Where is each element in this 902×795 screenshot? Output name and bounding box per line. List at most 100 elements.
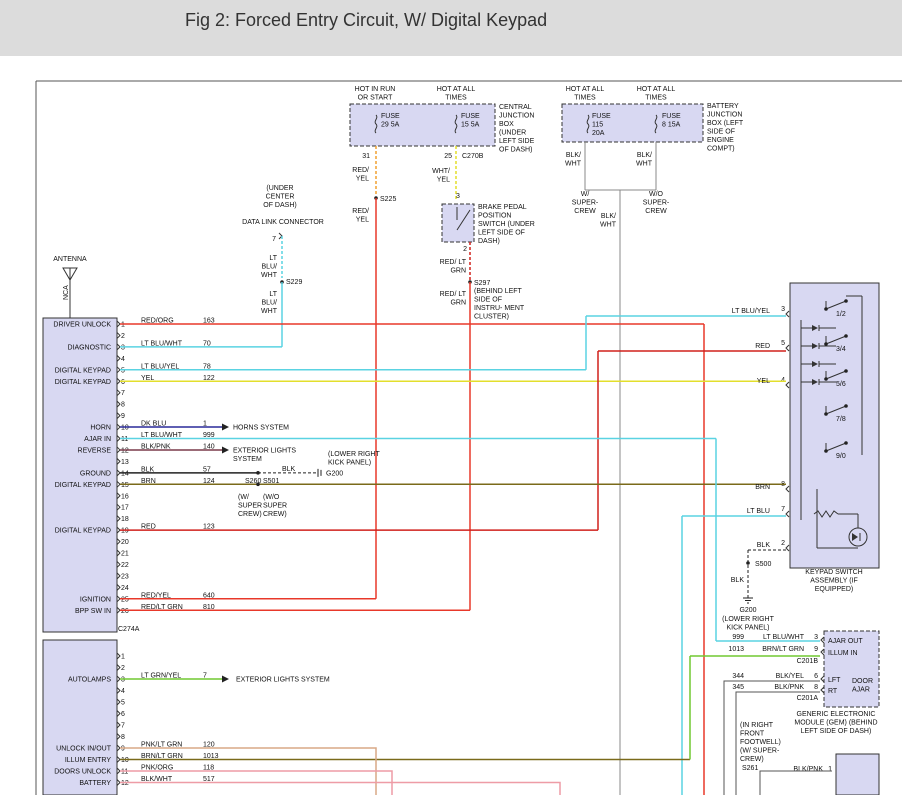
module-pin-number: 10 [121,757,129,764]
wire-color-label: BLK [757,542,771,549]
pin-chevron-icon [116,458,121,465]
switch-pivot [844,441,848,445]
keypad-switch-label: 9/0 [836,453,846,460]
pin-chevron-icon [116,492,121,500]
wire-color-label: BLK [141,466,155,473]
resistor-icon [813,510,839,518]
module-pin-function: ILLUM ENTRY [65,757,111,764]
wire-color-label: LT GRN/YEL [141,673,181,680]
pin-chevron-icon [116,354,121,362]
fuse-icon [454,114,458,134]
module-pin-number: 20 [121,539,129,546]
connector-id: C274A [118,626,140,633]
keypad-pin-number: 3 [781,306,785,313]
wire-color-label: LT BLU [747,508,770,515]
figure-header: Fig 2: Forced Entry Circuit, W/ Digital … [0,0,902,56]
pin-chevron-icon [785,381,790,389]
module-pin-function: DIAGNOSTIC [67,344,111,351]
module-pin-function: DRIVER UNLOCK [53,322,111,329]
module-pin-number: 8 [121,734,125,741]
module-pin-number: 19 [121,528,129,535]
fuse-icon [586,114,590,134]
splice-label: S297 [474,280,490,287]
gem-pin-function: LFT [828,677,841,684]
switch-pivot [824,307,828,311]
circuit-number: 70 [203,340,211,347]
led-icon [852,533,858,541]
module-pin-number: 23 [121,573,129,580]
exterior-lights-arrow-icon [222,446,229,454]
circuit-number: 1013 [203,753,219,760]
wire-color-label: PNK/ORG [141,765,173,772]
wire-color-label: LT BLU/WHT [141,432,183,439]
gem-wire-color: BLK/YEL [776,673,805,680]
wire-blk-yel [723,680,820,795]
antenna-label: ANTENNA [53,256,87,263]
fuse-pin: 25 [444,153,452,160]
module-pin-number: 4 [121,356,125,363]
circuit-number: 78 [203,363,211,370]
module-pin-function: IGNITION [80,596,111,603]
module-pin-function: BPP SW IN [75,608,111,615]
module-pin-number: 24 [121,585,129,592]
switch-blade [825,442,847,452]
module-pin-number: 26 [121,608,129,615]
pin-chevron-icon [116,710,121,717]
ground-label: G200 [739,607,756,614]
gem-circuit-number: 344 [732,673,744,680]
switch-blade [825,300,847,310]
module-pin-number: 5 [121,700,125,707]
module-pin-function: DIGITAL KEYPAD [55,379,111,386]
wire-color-label: RED [141,524,156,531]
module-pin-function: DIGITAL KEYPAD [55,367,111,374]
module-pin-function: DOORS UNLOCK [54,769,111,776]
gem-pin-number: 3 [814,634,818,641]
module-pin-function: HORN [90,425,111,432]
module-pin-number: 7 [121,390,125,397]
module-pin-number: 21 [121,551,129,558]
keypad-pin-number: 2 [781,540,785,547]
module-pin-number: 12 [121,780,129,787]
wire-color-label: RED [755,343,770,350]
wire-color-label: YEL [141,375,154,382]
wire-blk-wht-lower [120,781,561,795]
wire-color-label: RED/LT GRN [141,604,183,611]
pin-chevron-icon [116,583,121,591]
module-pin-number: 1 [121,322,125,329]
module-pin-function: AUTOLAMPS [68,677,111,684]
switch-pivot [824,377,828,381]
gem-circuit-number: 345 [732,684,744,691]
dlc-label: DATA LINK CONNECTOR [242,219,324,226]
figure-title: Fig 2: Forced Entry Circuit, W/ Digital … [185,10,548,30]
module-pin-number: 8 [121,402,125,409]
circuit-number: 140 [203,443,215,450]
bpp-switch-blade [456,209,471,231]
wire-color-label: RED/YEL [352,167,369,183]
module-pin-number: 11 [121,436,128,443]
diode-icon [812,325,818,331]
splice-label: S501 [263,478,279,485]
pin-chevron-icon [116,503,121,511]
bpp-pin: 3 [456,193,460,200]
fuse-icon [654,114,658,134]
gem-wire-color: BLK/PNK [774,684,804,691]
wire-color-label: BRN [755,484,770,491]
module-pin-function: REVERSE [78,447,112,454]
wire-blk-pnk [735,691,820,795]
circuit-number: 120 [203,742,215,749]
diode-icon [812,361,818,367]
fuse-pin: 31 [362,153,370,160]
pin-chevron-icon [116,332,121,339]
pin-chevron-icon [116,652,121,660]
module-pin-number: 15 [121,482,129,489]
brake-pedal-position-switch [441,203,475,243]
